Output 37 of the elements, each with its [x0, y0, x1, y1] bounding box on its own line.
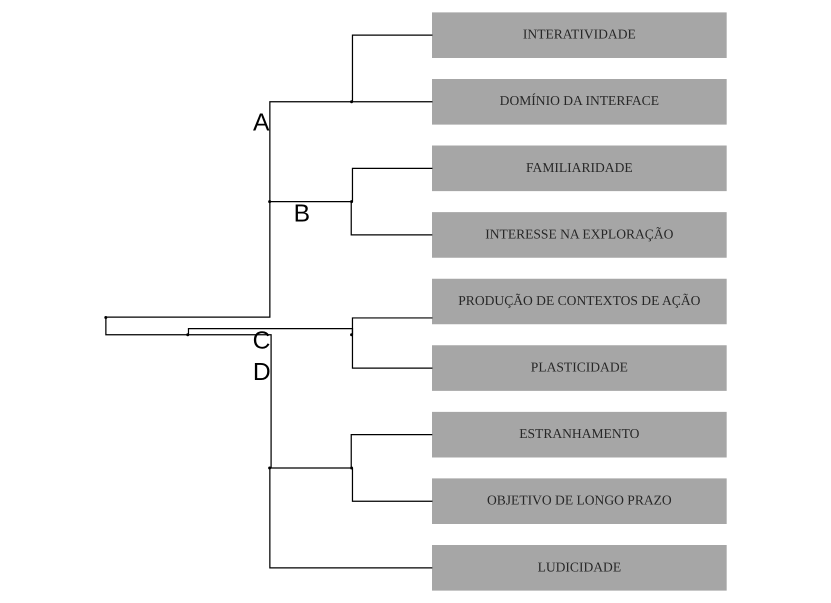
node-box: ESTRANHAMENTO [432, 412, 727, 458]
connector [352, 334, 432, 369]
connector [106, 202, 270, 318]
node-point [268, 466, 272, 470]
node-point [104, 316, 108, 320]
node-point [350, 333, 354, 336]
node-box: INTERESSE NA EXPLORAÇÃO [432, 212, 727, 258]
edge-label: A [253, 109, 270, 136]
edge-label: C [252, 327, 270, 354]
connector [350, 434, 432, 468]
connector [270, 467, 350, 469]
node-box: DOMÍNIO DA INTERFACE [432, 78, 727, 125]
node-box: OBJETIVO DE LONGO PRAZO [432, 478, 727, 524]
node-point [350, 100, 354, 104]
node-point [268, 200, 272, 204]
connector [352, 468, 432, 502]
node-box: INTERATIVIDADE [432, 12, 727, 58]
connector [352, 168, 432, 202]
node-box: PRODUÇÃO DE CONTEXTOS DE AÇÃO [432, 278, 727, 324]
edge-label: D [252, 358, 271, 386]
connector [352, 101, 432, 102]
connector [352, 34, 432, 102]
connector [269, 469, 432, 568]
edge-label: B [294, 200, 310, 228]
connector [270, 201, 350, 202]
connector [269, 101, 351, 200]
connector [188, 334, 272, 468]
node-point [350, 200, 354, 204]
connector [352, 317, 432, 335]
connector [350, 202, 432, 236]
connector [188, 328, 354, 335]
node-box: LUDICIDADE [432, 545, 727, 591]
node-point [186, 333, 190, 336]
node-box: PLASTICIDADE [432, 345, 727, 391]
node-box: FAMILIARIDADE [432, 146, 727, 192]
connector [105, 318, 187, 336]
node-point [350, 466, 354, 470]
